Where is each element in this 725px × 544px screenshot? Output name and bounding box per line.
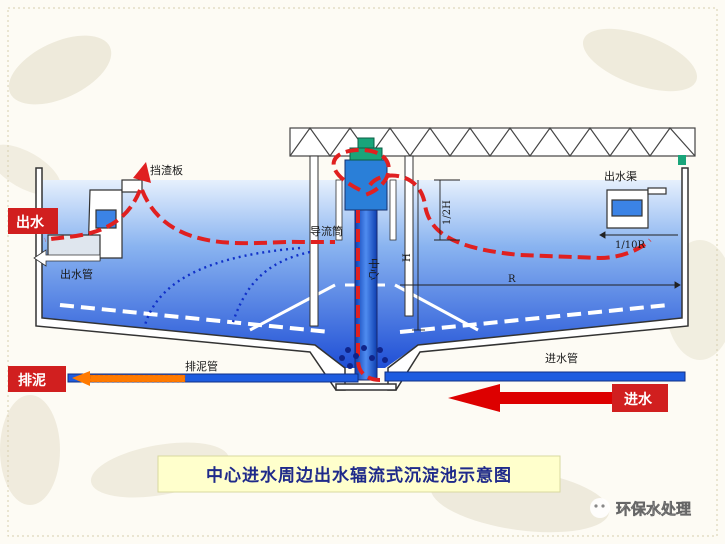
h-label: H <box>402 253 413 262</box>
center-label: 中心 <box>367 258 380 280</box>
guide-tube-label: 导流筒 <box>310 224 343 238</box>
sludge-tag: 排泥 <box>8 366 66 392</box>
watermark-text: 环保水处理 <box>616 500 691 518</box>
svg-text:出水: 出水 <box>16 214 45 231</box>
inlet-arrow <box>448 384 612 412</box>
dimension-lines <box>400 179 681 331</box>
sludge-pipe-label: 排泥管 <box>185 359 218 373</box>
half-h-label: 1/2H <box>442 200 453 225</box>
sludge-dots <box>339 345 388 369</box>
outlet-arrow <box>33 249 101 267</box>
r-label: R <box>508 274 516 285</box>
left-outlet-channel <box>47 179 143 261</box>
settling-paths <box>143 246 311 326</box>
sludge-arrow <box>72 371 186 386</box>
outlet-tag: 出水 <box>8 208 58 234</box>
inlet-tag: 进水 <box>612 384 668 412</box>
flow-paths <box>44 147 652 382</box>
svg-text:进水: 进水 <box>624 391 653 408</box>
right-outlet-channel <box>606 155 686 229</box>
scum-arrow-head <box>133 162 151 183</box>
tenth-r-label: 1/10R <box>615 240 645 251</box>
scum-baffle-label: 挡渣板 <box>150 163 183 177</box>
outlet-channel-label: 出水渠 <box>604 169 637 183</box>
inlet-pipe-label: 进水管 <box>545 351 578 365</box>
watermark: 环保水处理 <box>590 498 691 518</box>
caption-title: 中心进水周边出水辐流式沉淀池示意图 <box>206 465 512 486</box>
outlet-pipe-label: 出水管 <box>60 267 93 281</box>
svg-text:排泥: 排泥 <box>18 372 46 389</box>
inlet-pipe-body <box>384 371 686 382</box>
caption-box: 中心进水周边出水辐流式沉淀池示意图 <box>157 455 561 493</box>
sludge-pipe-body <box>67 373 359 383</box>
scraper-blades <box>59 303 669 334</box>
wechat-icon <box>590 498 610 518</box>
frame <box>7 7 718 537</box>
